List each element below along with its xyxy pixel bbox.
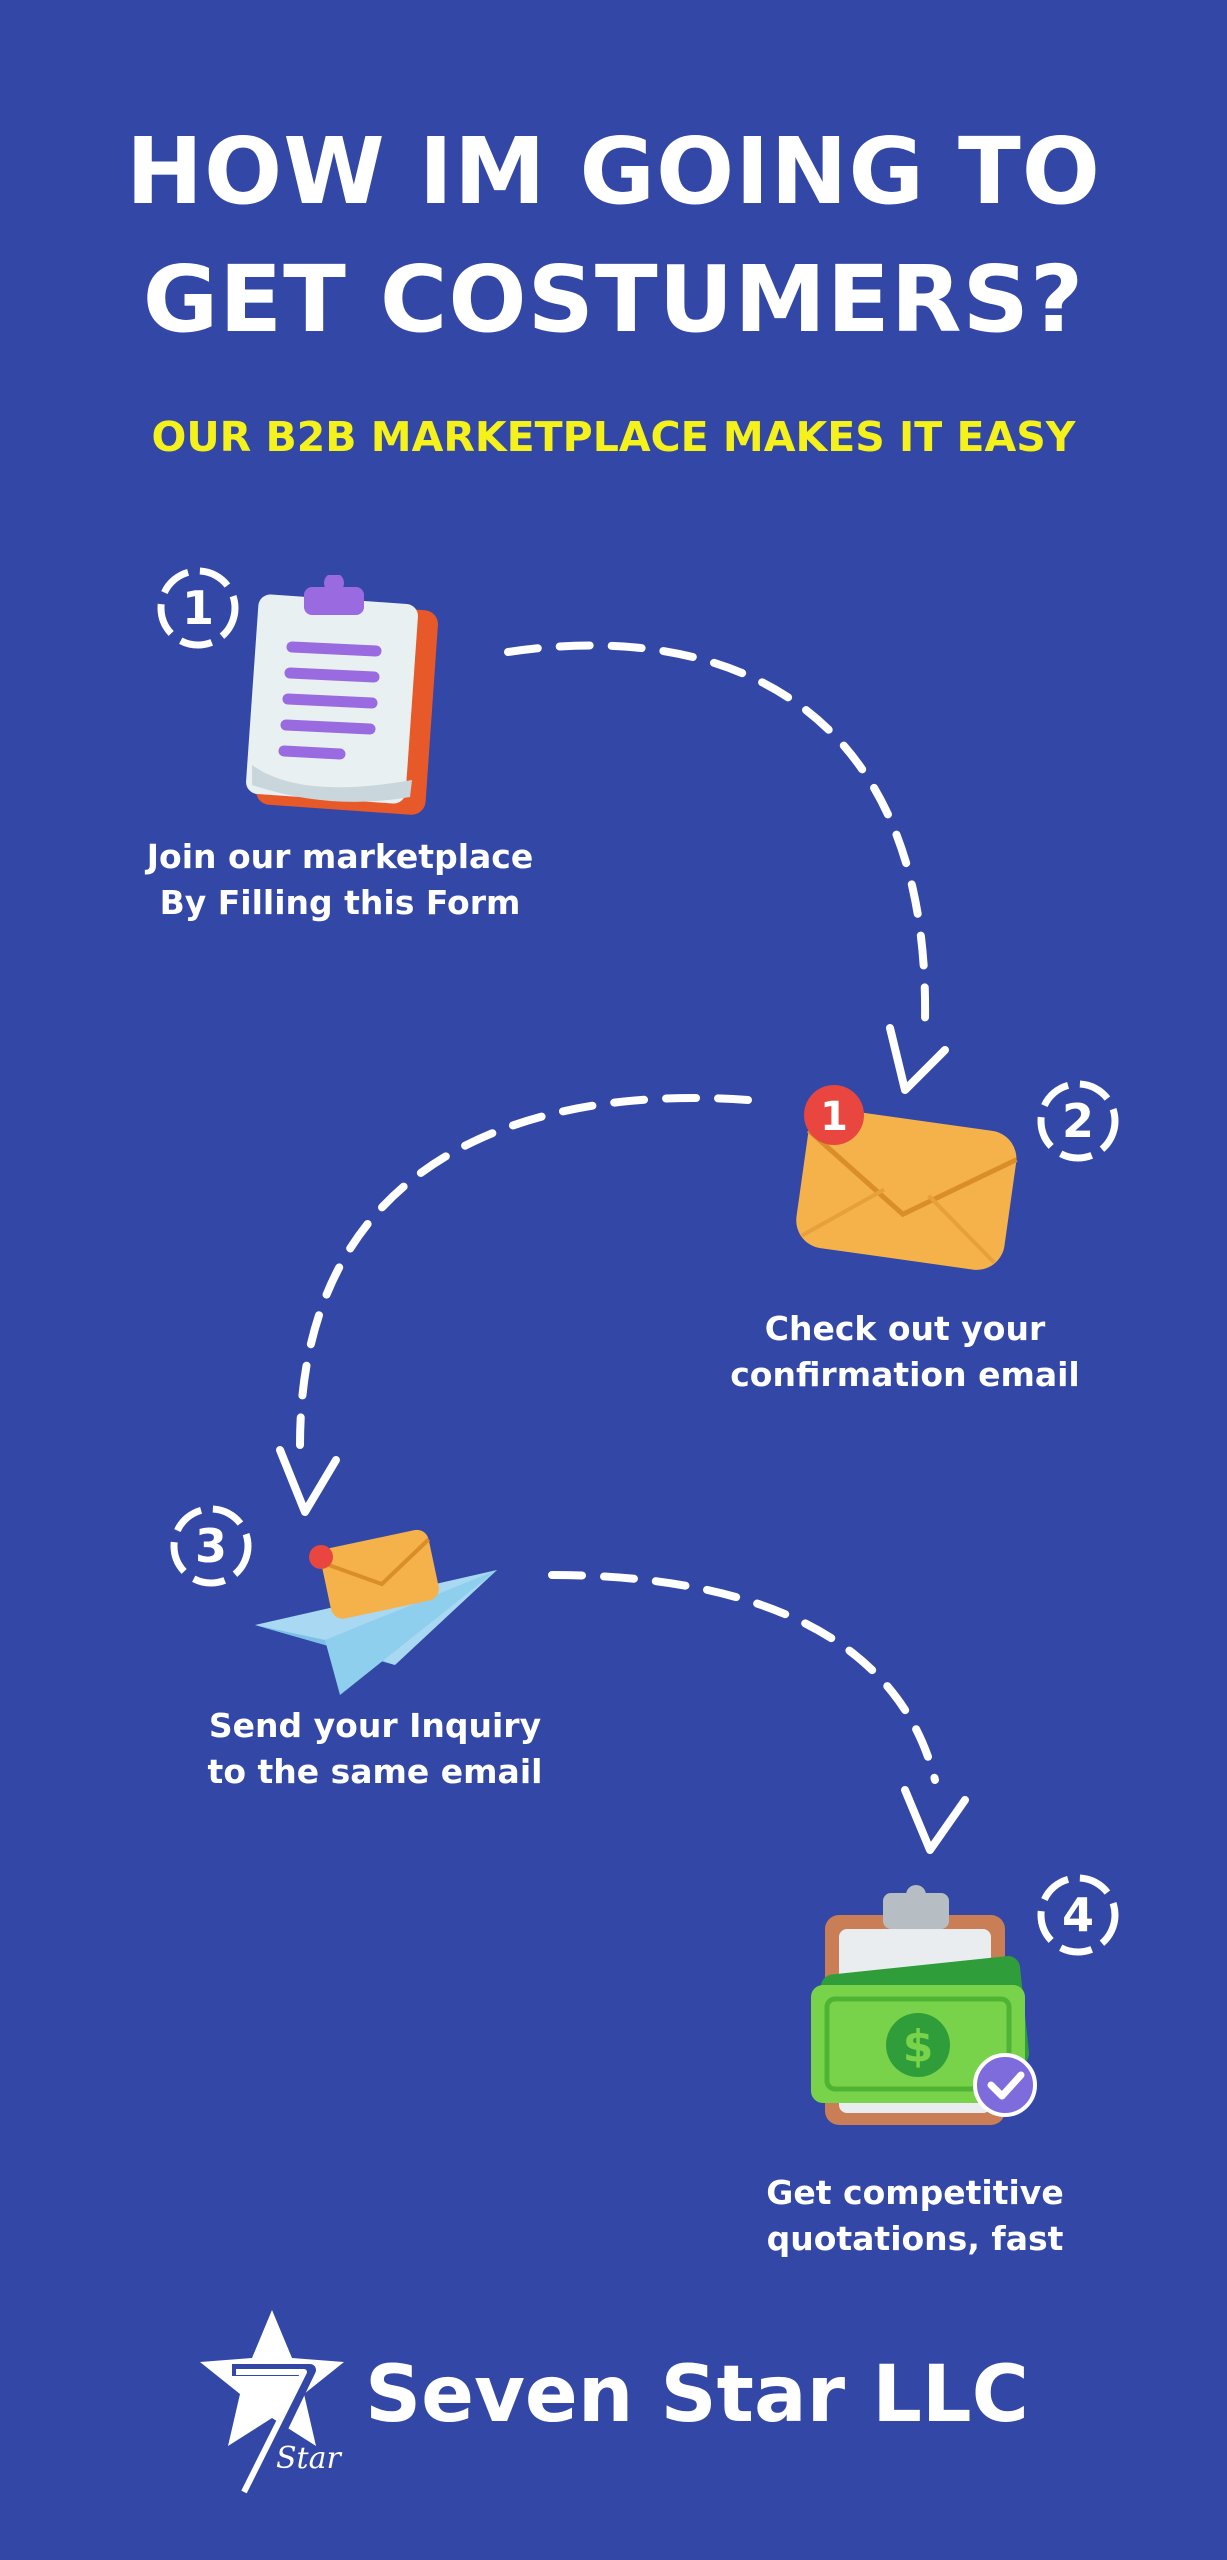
arrow-path-2-to-3	[296, 1094, 752, 1449]
step-2-caption: Check out your confirmation email	[700, 1306, 1110, 1398]
page-subtitle: OUR B2B MARKETPLACE MAKES IT EASY	[151, 413, 1076, 461]
svg-text:2: 2	[1062, 1094, 1094, 1148]
check-badge-icon	[973, 2053, 1037, 2117]
seven-star-logo-icon: Star	[200, 2310, 344, 2494]
notification-dot	[309, 1545, 333, 1569]
step-4-caption-line-2: quotations, fast	[766, 2219, 1064, 2258]
paper-plane-icon	[255, 1529, 497, 1695]
svg-text:Star: Star	[276, 2441, 342, 2476]
dashed-circle-icon: 3	[170, 1505, 252, 1587]
dashed-circle-icon: 4	[1037, 1874, 1119, 1956]
clipboard-form-icon	[246, 575, 438, 815]
dashed-circle-icon: 1	[157, 567, 239, 649]
dashed-circle-icon: 2	[1037, 1080, 1119, 1162]
svg-text:$: $	[903, 2021, 934, 2072]
step-number-1: 1	[155, 565, 241, 651]
step-3-caption-line-2: to the same email	[207, 1752, 543, 1791]
notification-badge	[804, 1085, 864, 1145]
arrow-head-1	[886, 1024, 949, 1094]
step-number-4: 4	[1035, 1872, 1121, 1958]
brand-name: Seven Star LLC	[365, 2350, 1029, 2440]
step-1-caption: Join our marketplace By Filling this For…	[110, 834, 570, 926]
svg-text:4: 4	[1062, 1888, 1094, 1942]
arrow-path-1-to-2	[504, 641, 930, 1024]
arrow-head-3	[901, 1786, 969, 1854]
step-2-caption-line-2: confirmation email	[730, 1355, 1080, 1394]
step-4-caption: Get competitive quotations, fast	[730, 2170, 1100, 2262]
svg-text:1: 1	[182, 581, 214, 635]
arrow-head-2	[276, 1446, 340, 1516]
page-title-line-1: HOW IM GOING TO	[126, 118, 1101, 225]
step-number-2: 2	[1035, 1078, 1121, 1164]
svg-text:3: 3	[195, 1519, 227, 1573]
step-number-3: 3	[168, 1503, 254, 1589]
step-4-caption-line-1: Get competitive	[766, 2173, 1064, 2212]
page-title-line-2: GET COSTUMERS?	[142, 246, 1085, 353]
envelope-icon: 1	[796, 1085, 1018, 1270]
step-3-caption: Send your Inquiry to the same email	[170, 1703, 580, 1795]
money-clipboard-icon: $	[811, 1885, 1037, 2125]
step-3-caption-line-1: Send your Inquiry	[208, 1706, 542, 1745]
svg-text:1: 1	[820, 1094, 848, 1140]
step-1-caption-line-2: By Filling this Form	[159, 883, 521, 922]
step-1-caption-line-1: Join our marketplace	[146, 837, 534, 876]
arrow-path-3-to-4	[548, 1571, 939, 1784]
step-2-caption-line-1: Check out your	[764, 1309, 1046, 1348]
